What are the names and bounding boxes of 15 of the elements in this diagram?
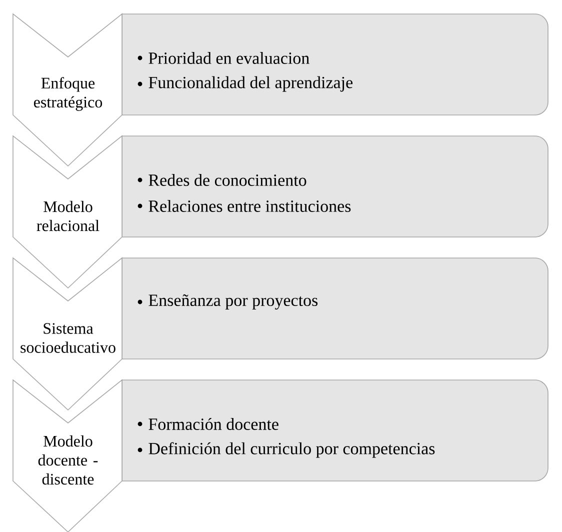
- stage-label: Sistema socioeducativo: [12, 257, 122, 411]
- stage-label: Modelo docente - discente: [12, 379, 122, 532]
- stage-label: Enfoque estratégico: [12, 13, 122, 167]
- bullet-text: Formación docente: [148, 418, 278, 430]
- bullet-text: Enseñanza por proyectos: [148, 294, 318, 310]
- bullet-text: Prioridad en evaluacion: [148, 52, 310, 64]
- stage-label: Modelo relacional: [12, 135, 122, 289]
- content-box: [122, 136, 548, 238]
- content-box: [122, 14, 548, 116]
- content-box: [122, 258, 548, 360]
- bullet-text: Redes de conocimiento: [148, 174, 306, 186]
- bullet-text: Funcionalidad del aprendizaje: [148, 76, 353, 92]
- bullet-text: Relaciones entre instituciones: [148, 200, 351, 212]
- content-box: [122, 380, 548, 482]
- bullet-text: Definición del curriculo por competencias: [148, 442, 435, 458]
